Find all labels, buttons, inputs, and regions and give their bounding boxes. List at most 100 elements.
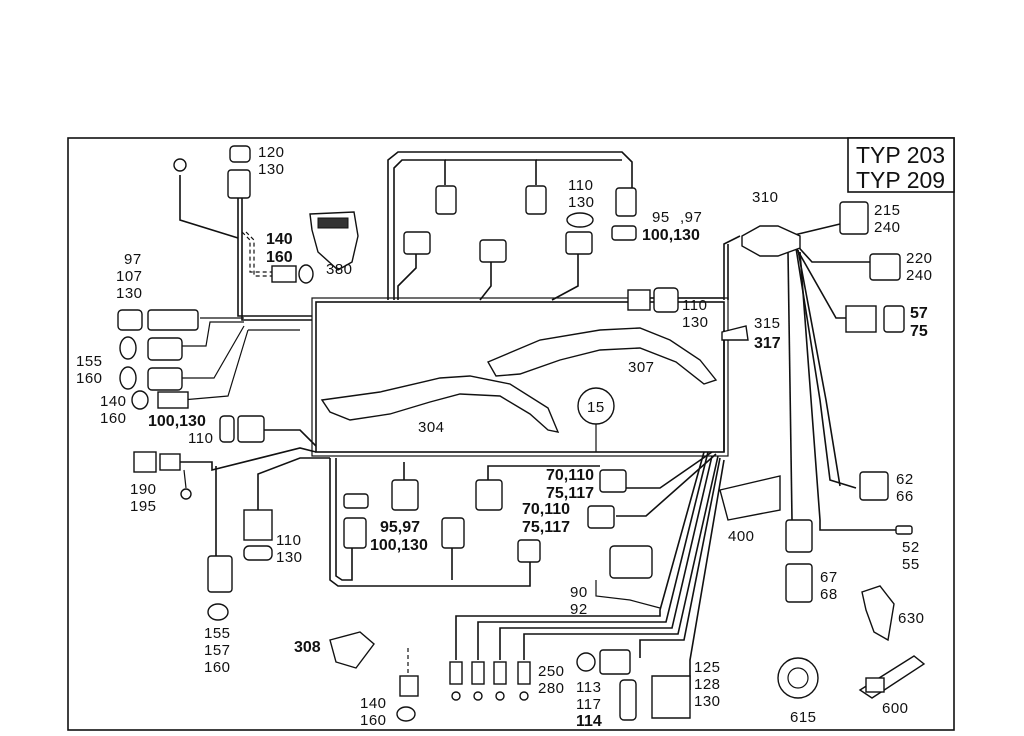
label-97: 97: [124, 251, 142, 268]
label-113: 113: [576, 679, 601, 696]
connectors-top-loop: [403, 185, 637, 263]
label-75-117-a: 75,117: [546, 485, 594, 502]
cover-125-128-130: [651, 675, 691, 719]
label-195: 195: [130, 498, 157, 515]
label-55: 55: [902, 556, 920, 573]
label-130-mid: 130: [568, 194, 595, 211]
label-130-lower: 130: [276, 549, 303, 566]
label-155: 155: [76, 353, 103, 370]
label-308: 308: [294, 639, 321, 656]
callout-15-label: 15: [587, 399, 605, 416]
grommets-top-loop: [566, 212, 637, 241]
connector-100-130-left: [219, 415, 265, 443]
connector-67-68: [785, 519, 813, 603]
terminal-52-55: [895, 525, 913, 535]
connector-215-240: [839, 201, 869, 235]
label-317: 317: [754, 335, 781, 352]
label-160-bottom: 160: [360, 712, 387, 729]
label-107: 107: [116, 268, 143, 285]
connector-155-160: [119, 336, 183, 391]
label-380: 380: [326, 261, 353, 278]
label-67: 67: [820, 569, 838, 586]
label-117: 117: [576, 696, 601, 713]
eyelet-terminal: [173, 158, 187, 172]
label-280: 280: [538, 680, 565, 697]
connector-113-117-114: [576, 649, 637, 721]
label-630: 630: [898, 610, 925, 627]
label-90: 90: [570, 584, 588, 601]
label-160-b: 160: [204, 659, 231, 676]
connector-62-66: [859, 471, 889, 501]
clip-315-317: [721, 325, 749, 341]
label-75-117-b: 75,117: [522, 519, 570, 536]
label-140-bottom: 140: [360, 695, 387, 712]
connector-220-240: [869, 253, 901, 281]
label-130-right: 130: [694, 693, 721, 710]
label-100-130-top: 100,130: [642, 227, 700, 244]
label-160-left-b: 160: [100, 410, 127, 427]
clip-615: [777, 657, 819, 699]
label-110-lower: 110: [276, 532, 301, 549]
label-307: 307: [628, 359, 655, 376]
connector-110-130-lower: [243, 509, 273, 561]
connector-190-195: [133, 451, 192, 500]
label-62: 62: [896, 471, 914, 488]
grommet-140-160-left: [131, 390, 189, 410]
grommet-140-160-top: [271, 264, 314, 284]
label-140-top: 140: [266, 231, 293, 248]
label-190: 190: [130, 481, 157, 498]
label-215: 215: [874, 202, 901, 219]
grommet-310: [741, 225, 801, 257]
label-240-a: 240: [874, 219, 901, 236]
label-160-left: 160: [76, 370, 103, 387]
label-400: 400: [728, 528, 755, 545]
label-140-left: 140: [100, 393, 127, 410]
diagram-frame: [67, 137, 955, 731]
injector-rail-304: [320, 375, 560, 433]
label-66: 66: [896, 488, 914, 505]
connector-120-130: [227, 145, 251, 199]
label-157: 157: [204, 642, 231, 659]
label-95-top: 95: [652, 209, 670, 226]
cover-400: [719, 475, 781, 521]
connector-97-107-130: [117, 309, 199, 331]
connector-57-75: [845, 305, 905, 333]
connector-110-130-top: [627, 287, 679, 313]
callout-15: 15: [577, 387, 615, 452]
label-130: 130: [258, 161, 285, 178]
label-125: 125: [694, 659, 721, 676]
type-box: TYP 203 TYP 209: [847, 137, 955, 193]
label-304: 304: [418, 419, 445, 436]
label-130-top: 130: [682, 314, 709, 331]
label-250: 250: [538, 663, 565, 680]
label-92: 92: [570, 601, 588, 618]
clip-630: [861, 585, 895, 642]
label-110-mid: 110: [568, 177, 593, 194]
connector-155-157-160: [207, 555, 233, 621]
label-75: 75: [910, 323, 928, 340]
label-95-97-bottom: 95,97: [380, 519, 420, 536]
part-labels: 120 130 140 160 380 97 107 130 155 160 1…: [76, 144, 933, 730]
label-600: 600: [882, 700, 909, 717]
label-615: 615: [790, 709, 817, 726]
label-100-130-left: 100,130: [148, 413, 206, 430]
label-57: 57: [910, 305, 928, 322]
cable-tie-600: [858, 655, 926, 699]
connector-90-92: [609, 545, 653, 579]
type-209-label: TYP 209: [856, 167, 945, 193]
clip-308: [329, 631, 375, 669]
relay-bracket-380: [309, 211, 359, 271]
connectors-bottom-loop: [343, 479, 541, 563]
label-100-130-bottom: 100,130: [370, 537, 428, 554]
label-70-110-b: 70,110: [522, 501, 570, 518]
injector-rail-307: [487, 327, 718, 385]
label-120: 120: [258, 144, 285, 161]
type-203-label: TYP 203: [856, 142, 945, 168]
label-128: 128: [694, 676, 721, 693]
connectors-70-110-75-117: [587, 469, 627, 529]
label-310: 310: [752, 189, 779, 206]
label-68: 68: [820, 586, 838, 603]
label-240-b: 240: [906, 267, 933, 284]
label-130-left: 130: [116, 285, 143, 302]
